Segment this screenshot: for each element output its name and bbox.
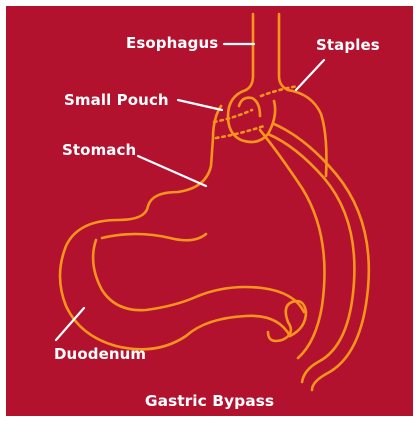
duodenum-label: Duodenum — [54, 347, 146, 362]
staples-label: Staples — [316, 38, 380, 53]
small-pouch-label: Small Pouch — [64, 93, 169, 108]
stomach-fold — [102, 234, 206, 240]
stomach-inner — [93, 240, 304, 312]
diagram-caption: Gastric Bypass — [6, 394, 413, 410]
small-pouch-leader — [178, 100, 222, 110]
roux-limb-outer — [268, 134, 354, 382]
esophagus-tube-right — [279, 14, 288, 90]
staples-leader — [296, 60, 324, 90]
esophagus-tube — [246, 14, 253, 90]
staple-line-2 — [216, 126, 264, 138]
stomach-label: Stomach — [62, 143, 136, 158]
roux-limb-center — [260, 130, 325, 358]
staple-line-1 — [214, 110, 252, 122]
esophagus-label: Esophagus — [126, 36, 218, 51]
stomach-leader — [138, 156, 206, 186]
diagram-panel: Esophagus Staples Small Pouch Stomach Du… — [6, 6, 413, 416]
